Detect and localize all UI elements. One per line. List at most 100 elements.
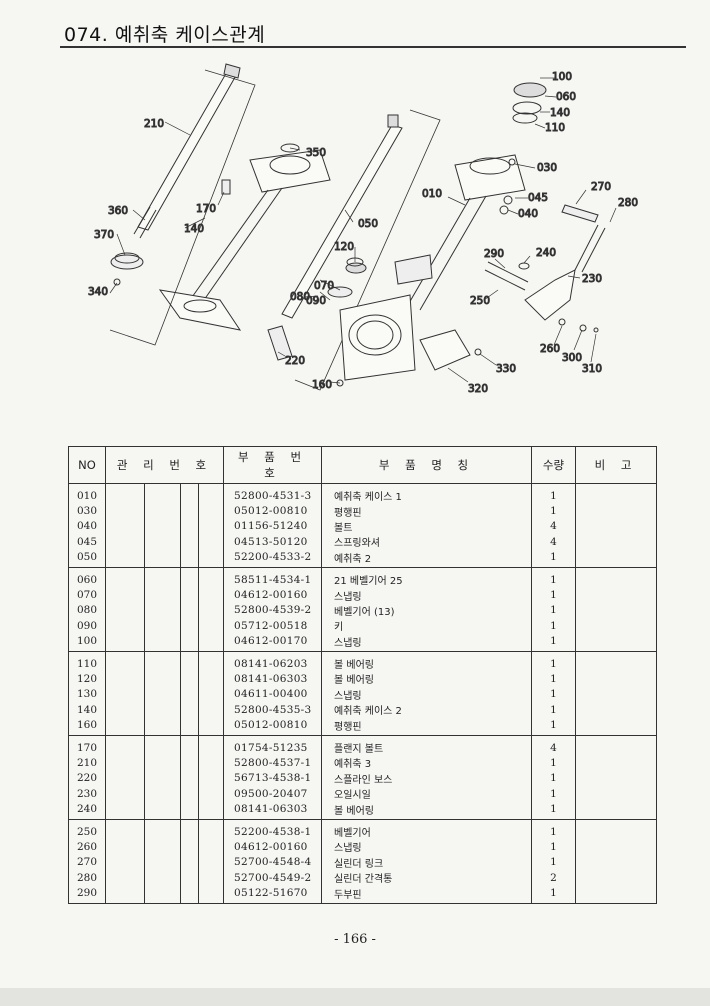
cell-no: 170 (68, 735, 106, 756)
cell-quantity: 1 (531, 483, 576, 504)
cell-part-number: 04513-50120 (223, 534, 322, 550)
cell-management-number (105, 735, 224, 756)
cell-management-number (105, 618, 224, 634)
cell-management-number (105, 633, 224, 652)
cell-management-number (105, 854, 224, 870)
cell-part-number: 52800-4539-2 (223, 602, 322, 619)
cell-no: 050 (68, 549, 106, 568)
callout-060: 060 (556, 91, 576, 103)
callout-270: 230 (582, 273, 602, 285)
callout-100: 090 (306, 295, 326, 307)
cell-management-number (105, 717, 224, 736)
cell-part-name: 오일시일 (321, 786, 532, 802)
cell-part-name: 키 (321, 618, 532, 634)
cell-no: 240 (68, 801, 106, 820)
cell-no: 280 (68, 869, 106, 886)
cell-quantity: 4 (531, 518, 576, 535)
cell-quantity: 1 (531, 686, 576, 703)
cell-remarks (575, 618, 657, 634)
cell-no: 060 (68, 567, 106, 588)
cell-remarks (575, 503, 657, 519)
cell-no: 040 (68, 518, 106, 535)
header-part-number: 부 품 번 호 (223, 446, 322, 484)
cell-quantity: 1 (531, 854, 576, 870)
cell-management-number (105, 839, 224, 855)
cell-part-name: 두부핀 (321, 885, 532, 904)
cell-management-number (105, 786, 224, 802)
cell-part-number: 52200-4538-1 (223, 819, 322, 840)
cell-part-number: 01754-51235 (223, 735, 322, 756)
cell-quantity: 1 (531, 755, 576, 771)
callout-140: 140 (184, 223, 204, 235)
cell-part-number: 04612-00160 (223, 839, 322, 855)
cell-management-number (105, 651, 224, 672)
cell-part-number: 05122-51670 (223, 885, 322, 904)
cell-no: 140 (68, 702, 106, 718)
cell-part-name: 플랜지 볼트 (321, 735, 532, 756)
callout-080: 070 (314, 280, 334, 292)
cell-remarks (575, 633, 657, 652)
cell-management-number (105, 587, 224, 603)
cell-part-number: 08141-06303 (223, 671, 322, 687)
case-140-drawing (109, 69, 331, 346)
cell-management-number (105, 686, 224, 703)
cell-no: 090 (68, 618, 106, 634)
cell-part-number: 08141-06203 (223, 651, 322, 672)
cell-no: 010 (68, 483, 106, 504)
cell-no: 100 (68, 633, 106, 652)
cell-part-name: 스냅링 (321, 633, 532, 652)
callout-240: 360 (108, 205, 128, 217)
callout-030: 030 (537, 162, 557, 174)
cell-remarks (575, 587, 657, 603)
cell-quantity: 1 (531, 602, 576, 619)
cell-quantity: 1 (531, 633, 576, 652)
callout-170: 170 (196, 203, 216, 215)
callout-040: 040 (518, 208, 538, 220)
header-no: NO (68, 446, 106, 484)
cell-no: 220 (68, 770, 106, 787)
shaft-210-drawing (133, 63, 241, 239)
cell-remarks (575, 839, 657, 855)
cell-part-number: 05712-00518 (223, 618, 322, 634)
cell-management-number (105, 518, 224, 535)
cell-management-number (105, 770, 224, 787)
callout-230: 350 (306, 147, 326, 159)
header-remarks: 비 고 (575, 446, 657, 484)
cell-part-name: 21 베벨기어 25 (321, 567, 532, 588)
cell-remarks (575, 686, 657, 703)
cell-quantity: 1 (531, 770, 576, 787)
cell-part-name: 스냅링 (321, 587, 532, 603)
cell-remarks (575, 671, 657, 687)
cell-quantity: 1 (531, 801, 576, 820)
cell-quantity: 1 (531, 651, 576, 672)
callout-260: 340 (88, 286, 108, 298)
cell-part-name: 스냅링 (321, 686, 532, 703)
cell-management-number (105, 567, 224, 588)
cell-quantity: 1 (531, 819, 576, 840)
cell-quantity: 1 (531, 702, 576, 718)
cell-part-name: 볼 베어링 (321, 671, 532, 687)
callout-320: 280 (618, 197, 638, 209)
header-management-number: 관 리 번 호 (105, 446, 224, 484)
cell-part-number: 04612-00160 (223, 587, 322, 603)
cell-remarks (575, 801, 657, 820)
cell-part-name: 예취축 3 (321, 755, 532, 771)
cell-no: 030 (68, 503, 106, 519)
cell-remarks (575, 717, 657, 736)
callout-220: 220 (285, 355, 305, 367)
cell-part-name: 실린더 링크 (321, 854, 532, 870)
callout-160: 160 (312, 379, 332, 391)
cell-no: 045 (68, 534, 106, 550)
cell-quantity: 1 (531, 503, 576, 519)
cell-management-number (105, 801, 224, 820)
cell-part-number: 01156-51240 (223, 518, 322, 535)
